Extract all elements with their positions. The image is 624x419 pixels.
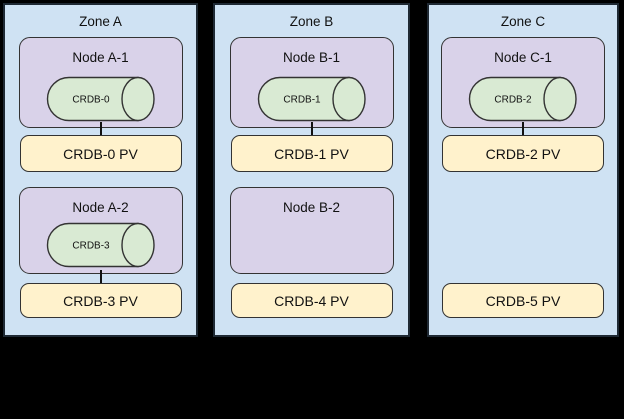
pv-box: CRDB-2 PV [442,135,604,172]
pod-label: CRDB-2 [494,95,532,106]
zone-panel-a: Zone A Node A-1 CRDB-0 CRDB-0 PV Node A-… [3,3,198,337]
node-title: Node A-1 [72,50,129,65]
zone-panel-c: Zone C Node C-1 CRDB-2 CRDB-2 PV CRDB-5 … [427,3,619,337]
pv-box: CRDB-1 PV [230,135,393,172]
pv-box: CRDB-5 PV [442,283,604,318]
zone-title: Zone B [289,14,334,29]
pod-label: CRDB-3 [72,241,110,252]
crdb-pod-cylinder-icon: CRDB-0 [46,76,155,122]
node-box-c1: Node C-1 CRDB-2 [441,37,605,128]
pv-box: CRDB-3 PV [19,283,182,318]
pod-label: CRDB-1 [283,95,321,106]
node-box-a1: Node A-1 CRDB-0 [18,37,183,128]
zone-title: Zone C [500,14,546,29]
node-box-a2: Node A-2 CRDB-3 [18,187,183,274]
pod-pv-connector-line [310,122,313,135]
node-box-b2-empty: Node B-2 [229,187,394,274]
pv-box: CRDB-4 PV [230,283,393,318]
pod-label: CRDB-0 [72,95,110,106]
zone-panel-b: Zone B Node B-1 CRDB-1 CRDB-1 PV Node B-… [213,3,410,337]
node-title: Node B-2 [282,200,341,215]
node-box-b1: Node B-1 CRDB-1 [229,37,394,128]
pod-pv-connector-line [522,122,524,135]
node-title: Node B-1 [282,50,341,65]
crdb-pod-cylinder-icon: CRDB-2 [468,76,577,122]
node-title: Node C-1 [494,50,552,65]
pv-box: CRDB-0 PV [19,135,182,172]
crdb-pod-cylinder-icon: CRDB-3 [46,222,155,268]
node-title: Node A-2 [72,200,129,215]
pod-pv-connector-line [99,270,102,283]
crdb-pod-cylinder-icon: CRDB-1 [257,76,366,122]
zone-title: Zone A [79,14,122,29]
pod-pv-connector-line [99,122,102,135]
